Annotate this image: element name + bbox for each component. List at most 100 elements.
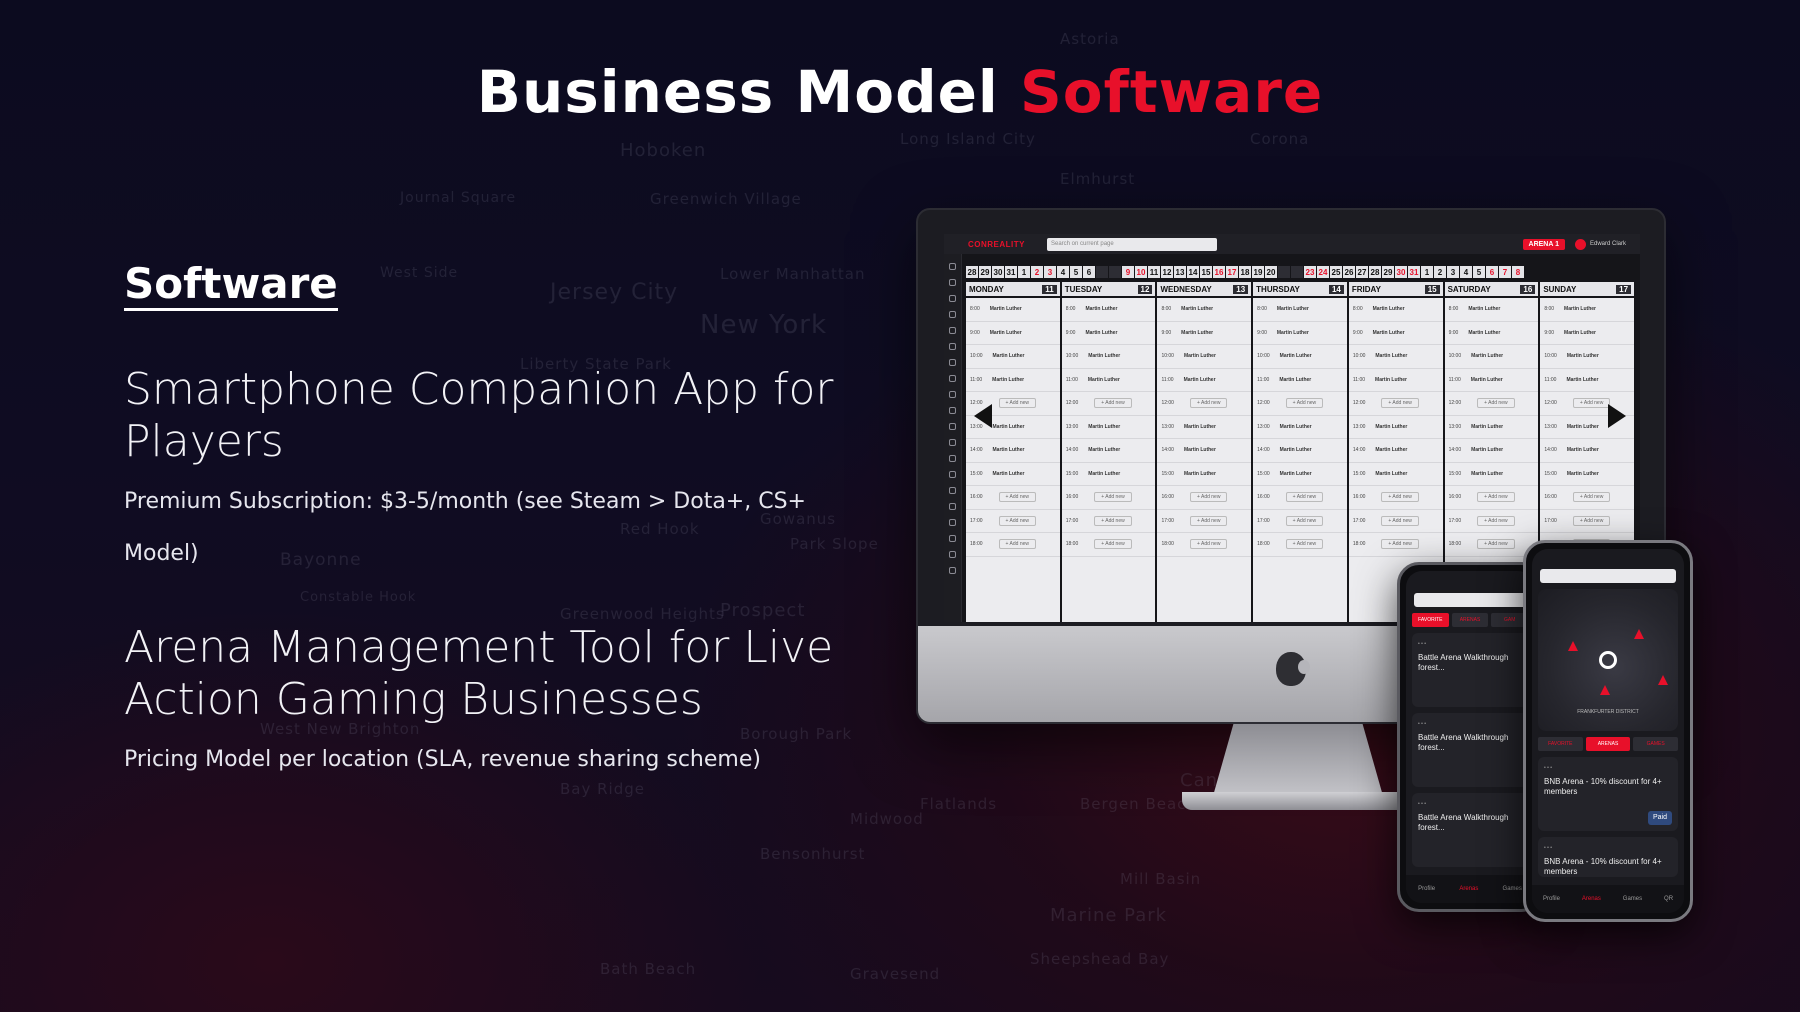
date-cell[interactable]: 18 xyxy=(1239,266,1251,278)
time-slot[interactable]: 18:00+ Add new xyxy=(1061,533,1156,557)
phone-map[interactable]: FRANKFURTER DISTRICT xyxy=(1538,589,1678,731)
map-pin-icon[interactable] xyxy=(1568,641,1578,651)
add-new-button[interactable]: + Add new xyxy=(1572,515,1611,526)
time-slot[interactable]: 16:00+ Add new xyxy=(1444,486,1539,510)
time-slot[interactable]: 12:00+ Add new xyxy=(1061,392,1156,416)
time-slot[interactable]: 16:00+ Add new xyxy=(1157,486,1252,510)
time-slot[interactable]: 18:00+ Add new xyxy=(1348,533,1443,557)
sidebar-icon[interactable] xyxy=(949,439,956,446)
date-cell[interactable]: 5 xyxy=(1070,266,1082,278)
time-slot[interactable]: 16:00+ Add new xyxy=(1348,486,1443,510)
phone-front-tab[interactable]: FAVORITE xyxy=(1538,737,1583,751)
date-cell[interactable]: 3 xyxy=(1044,266,1056,278)
add-new-button[interactable]: + Add new xyxy=(1285,539,1324,550)
date-cell[interactable]: 8 xyxy=(1512,266,1524,278)
nav-games[interactable]: Games xyxy=(1502,886,1522,892)
date-cell[interactable]: 4 xyxy=(1057,266,1069,278)
date-cell[interactable]: 13 xyxy=(1174,266,1186,278)
date-cell[interactable]: 20 xyxy=(1265,266,1277,278)
nav-qr[interactable]: QR xyxy=(1664,896,1674,902)
add-new-button[interactable]: + Add new xyxy=(1094,492,1132,503)
user-menu[interactable]: Edward Clark xyxy=(1574,238,1626,250)
date-cell[interactable]: 26 xyxy=(1343,266,1355,278)
date-cell[interactable]: 5 xyxy=(1473,266,1485,278)
prev-week-arrow-icon[interactable] xyxy=(974,404,992,428)
date-cell[interactable]: 30 xyxy=(992,266,1004,278)
add-new-button[interactable]: + Add new xyxy=(1189,492,1228,503)
map-pin-icon[interactable] xyxy=(1634,629,1644,639)
app-search-input[interactable]: Search on current page xyxy=(1047,237,1217,251)
date-cell[interactable] xyxy=(1278,266,1290,278)
time-slot[interactable]: 17:00+ Add new xyxy=(1444,510,1539,533)
sidebar-icon[interactable] xyxy=(949,567,956,574)
date-cell[interactable]: 28 xyxy=(1369,266,1381,278)
phone-back-tab[interactable]: GAM xyxy=(1491,613,1529,627)
date-cell[interactable]: 6 xyxy=(1486,266,1498,278)
date-cell[interactable]: 24 xyxy=(1317,266,1329,278)
sidebar-icon[interactable] xyxy=(949,343,956,350)
time-slot[interactable]: 17:00+ Add new xyxy=(1540,510,1635,533)
sidebar-icon[interactable] xyxy=(949,407,956,414)
time-slot[interactable]: 12:00+ Add new xyxy=(1444,392,1539,416)
add-new-button[interactable]: + Add new xyxy=(1572,398,1611,409)
sidebar-icon[interactable] xyxy=(949,327,956,334)
sidebar-icon[interactable] xyxy=(949,279,956,286)
sidebar-icon[interactable] xyxy=(949,375,956,382)
add-new-button[interactable]: + Add new xyxy=(1477,398,1515,409)
add-new-button[interactable]: + Add new xyxy=(998,515,1037,526)
add-new-button[interactable]: + Add new xyxy=(1094,398,1132,409)
phone-back-card[interactable]: • • •Battle Arena Walkthrough forest... xyxy=(1412,713,1528,787)
time-slot[interactable]: 12:00+ Add new xyxy=(1157,392,1252,416)
add-new-button[interactable]: + Add new xyxy=(998,398,1037,409)
time-slot[interactable]: 16:00+ Add new xyxy=(1253,486,1347,510)
add-new-button[interactable]: + Add new xyxy=(1189,398,1228,409)
date-cell[interactable]: 30 xyxy=(1395,266,1407,278)
time-slot[interactable]: 17:00+ Add new xyxy=(1157,510,1252,533)
sidebar-icon[interactable] xyxy=(949,359,956,366)
sidebar-icon[interactable] xyxy=(949,551,956,558)
sidebar-icon[interactable] xyxy=(949,487,956,494)
nav-arenas[interactable]: Arenas xyxy=(1459,886,1479,892)
time-slot[interactable]: 18:00+ Add new xyxy=(1253,533,1347,557)
date-cell[interactable]: 23 xyxy=(1304,266,1316,278)
add-new-button[interactable]: + Add new xyxy=(1381,515,1419,526)
nav-profile[interactable]: Profile xyxy=(1542,896,1560,902)
date-cell[interactable]: 27 xyxy=(1356,266,1368,278)
add-new-button[interactable]: + Add new xyxy=(1381,492,1419,503)
date-cell[interactable]: 7 xyxy=(1499,266,1511,278)
time-slot[interactable]: 16:00+ Add new xyxy=(1540,486,1635,510)
phone-front-tab[interactable]: GAMES xyxy=(1633,737,1679,751)
time-slot[interactable]: 18:00+ Add new xyxy=(966,533,1060,557)
